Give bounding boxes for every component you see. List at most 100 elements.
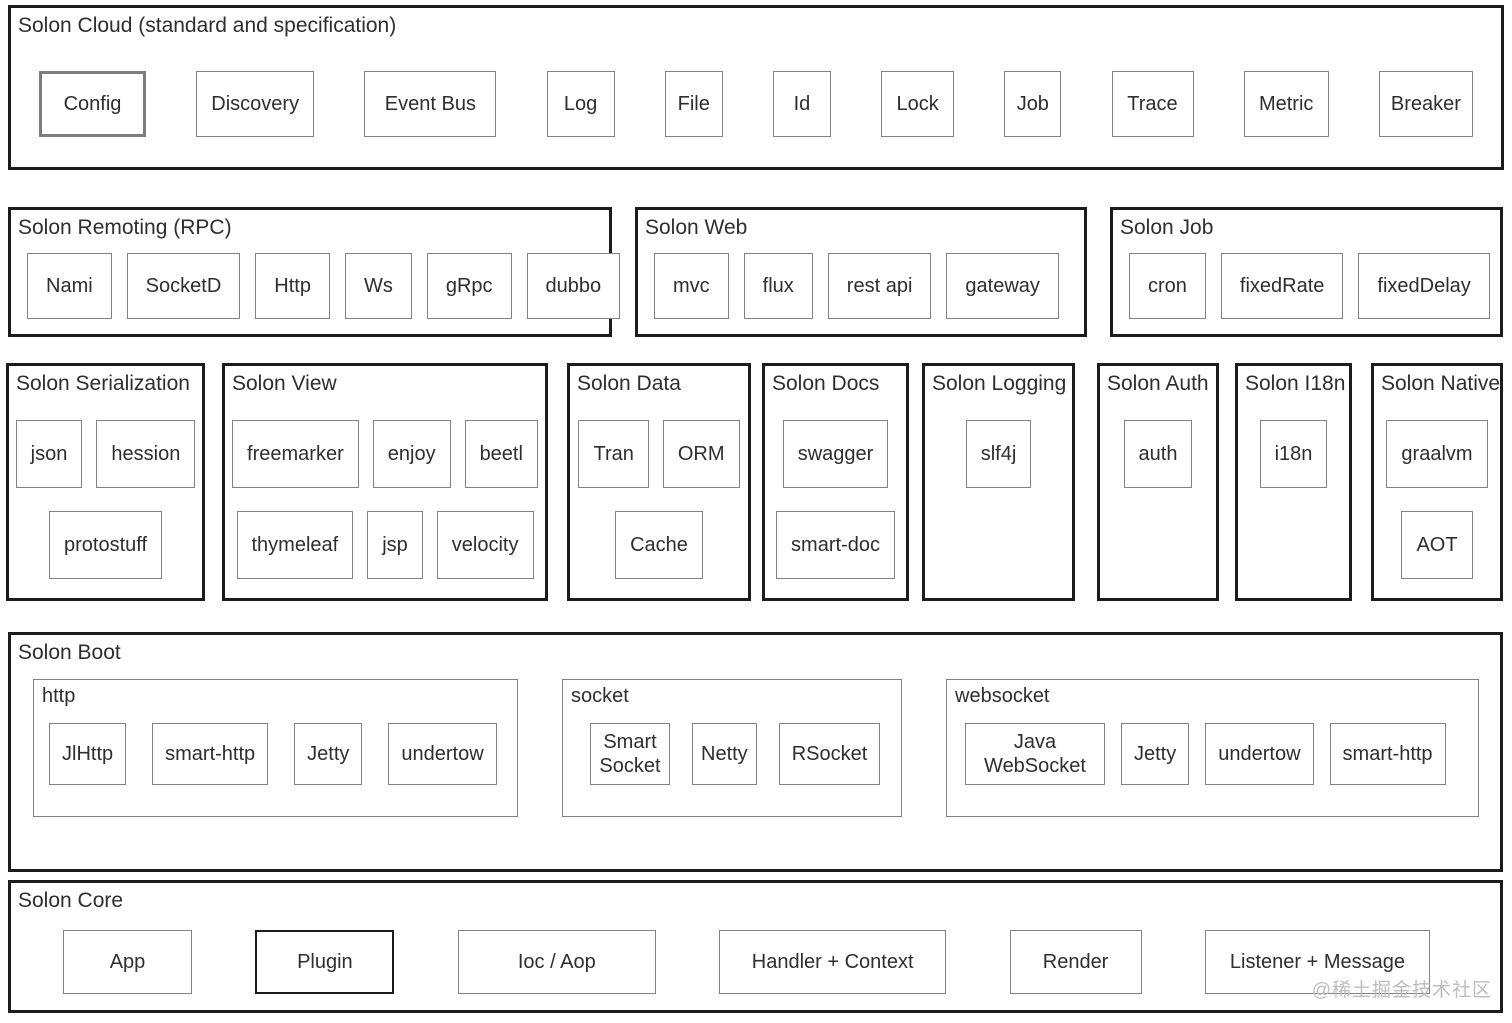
solon-logging-items: slf4j [925,420,1072,489]
node-id: Id [772,71,831,138]
section-title-solon-serialization: Solon Serialization [16,372,190,395]
node-aot: AOT [1401,511,1473,580]
node-freemarker: freemarker [232,420,359,489]
section-title-solon-view: Solon View [232,372,337,395]
section-solon-i18n: Solon I18n i18n [1235,363,1352,601]
solon-remoting-items: Nami SocketD Http Ws gRpc dubbo [27,253,621,320]
node-undertow: undertow [388,723,497,786]
node-handler-context: Handler + Context [719,930,947,995]
section-title-solon-boot: Solon Boot [18,641,121,664]
node-discovery: Discovery [196,71,315,138]
node-ws-smart-http: smart-http [1329,723,1446,786]
node-cron: cron [1129,253,1206,320]
node-jetty: Jetty [294,723,363,786]
node-fixeddelay: fixedDelay [1358,253,1490,320]
node-app: App [63,930,192,995]
section-title-solon-data: Solon Data [577,372,681,395]
solon-view-items: freemarker enjoy beetl thymeleaf jsp vel… [225,420,545,580]
node-flux: flux [743,253,813,320]
section-title-solon-cloud: Solon Cloud (standard and specification) [18,14,397,37]
solon-core-items: App Plugin Ioc / Aop Handler + Context R… [11,930,1500,995]
section-solon-job: Solon Job cron fixedRate fixedDelay [1110,207,1503,337]
section-solon-boot: Solon Boot http JlHttp smart-http Jetty … [8,632,1503,872]
node-hession: hession [96,420,196,489]
node-beetl: beetl [464,420,538,489]
node-event-bus: Event Bus [364,71,497,138]
node-smart-socket: Smart Socket [590,723,670,786]
node-cache: Cache [615,511,703,580]
node-protostuff: protostuff [48,511,163,580]
node-ws: Ws [344,253,412,320]
solon-job-items: cron fixedRate fixedDelay [1129,253,1500,320]
node-breaker: Breaker [1378,71,1473,138]
boot-group-title-http: http [42,685,76,708]
node-velocity: velocity [436,511,534,580]
section-title-solon-auth: Solon Auth [1107,372,1209,395]
node-grpc: gRpc [426,253,512,320]
section-title-solon-logging: Solon Logging [932,372,1067,395]
node-socketd: SocketD [126,253,241,320]
section-title-solon-remoting: Solon Remoting (RPC) [18,216,232,239]
section-title-solon-i18n: Solon I18n [1245,372,1346,395]
solon-data-items: Tran ORM Cache [570,420,748,580]
section-solon-native: Solon Native graalvm AOT [1371,363,1503,601]
node-ioc-aop: Ioc / Aop [457,930,656,995]
node-job: Job [1004,71,1062,138]
node-json: json [15,420,83,489]
solon-i18n-items: i18n [1238,420,1349,489]
boot-group-title-socket: socket [571,685,629,708]
node-auth: auth [1123,420,1193,489]
node-dubbo: dubbo [526,253,621,320]
node-slf4j: slf4j [965,420,1032,489]
section-solon-docs: Solon Docs swagger smart-doc [762,363,909,601]
solon-boot-groups: http JlHttp smart-http Jetty undertow so… [33,679,1500,818]
node-ws-jetty: Jetty [1121,723,1190,786]
boot-http-items: JlHttp smart-http Jetty undertow [34,723,517,786]
solon-cloud-items: Config Discovery Event Bus Log File Id L… [11,71,1501,138]
boot-group-websocket: websocket Java WebSocket Jetty undertow … [946,679,1479,818]
solon-auth-items: auth [1100,420,1216,489]
section-solon-core: Solon Core App Plugin Ioc / Aop Handler … [8,880,1503,1013]
section-title-solon-native: Solon Native [1381,372,1501,395]
node-rsocket: RSocket [778,723,881,786]
node-plugin: Plugin [255,930,395,995]
node-jlhttp: JlHttp [49,723,127,786]
section-solon-remoting: Solon Remoting (RPC) Nami SocketD Http W… [8,207,621,337]
section-solon-view: Solon View freemarker enjoy beetl thymel… [222,363,548,601]
node-netty: Netty [692,723,757,786]
section-title-solon-docs: Solon Docs [772,372,880,395]
node-thymeleaf: thymeleaf [236,511,354,580]
section-solon-data: Solon Data Tran ORM Cache [567,363,751,601]
node-enjoy: enjoy [372,420,451,489]
solon-docs-items: swagger smart-doc [765,420,906,580]
section-solon-web: Solon Web mvc flux rest api gateway [635,207,1087,337]
node-ws-undertow: undertow [1205,723,1314,786]
node-smart-http: smart-http [152,723,269,786]
boot-group-title-websocket: websocket [955,685,1050,708]
boot-group-http: http JlHttp smart-http Jetty undertow [33,679,518,818]
node-fixedrate: fixedRate [1220,253,1344,320]
node-mvc: mvc [654,253,729,320]
node-lock: Lock [881,71,955,138]
node-file: File [664,71,723,138]
node-orm: ORM [662,420,740,489]
section-title-solon-web: Solon Web [645,216,748,239]
boot-group-socket: socket Smart Socket Netty RSocket [562,679,902,818]
node-log: Log [546,71,615,138]
section-title-solon-job: Solon Job [1120,216,1214,239]
node-http: Http [255,253,330,320]
section-solon-auth: Solon Auth auth [1097,363,1219,601]
node-gateway: gateway [946,253,1059,320]
node-nami: Nami [27,253,112,320]
solon-native-items: graalvm AOT [1374,420,1500,580]
watermark: @稀土掘金技术社区 [1311,980,1492,1001]
node-graalvm: graalvm [1386,420,1488,489]
node-java-websocket: Java WebSocket [965,723,1105,786]
node-render: Render [1009,930,1142,995]
boot-websocket-items: Java WebSocket Jetty undertow smart-http [947,723,1478,786]
solon-web-items: mvc flux rest api gateway [654,253,1084,320]
node-jsp: jsp [367,511,423,580]
node-trace: Trace [1111,71,1194,138]
section-solon-logging: Solon Logging slf4j [922,363,1075,601]
section-solon-cloud: Solon Cloud (standard and specification)… [8,5,1504,170]
